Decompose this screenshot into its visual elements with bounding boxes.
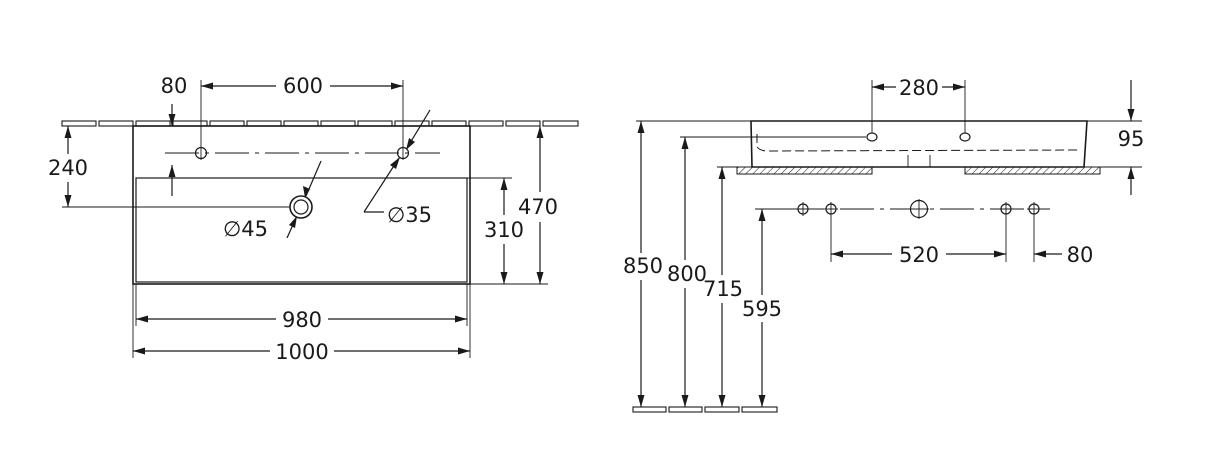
- side-tap-hole-left: [866, 132, 878, 142]
- floor-tiles: [632, 406, 778, 413]
- dim-floor-to-tap: 800: [667, 262, 707, 286]
- basin-front-outline: [750, 120, 1088, 168]
- wall-tiles: [61, 120, 579, 127]
- waste-inner: [293, 199, 309, 215]
- basin-inner-dashed: [756, 134, 1081, 152]
- dim-tap-spacing: 600: [283, 74, 323, 98]
- dim-floor-to-top: 850: [623, 254, 663, 278]
- dim-total-depth: 470: [518, 195, 558, 219]
- fixing-hole-2: [824, 202, 838, 216]
- dim-basin-height: 95: [1118, 127, 1145, 151]
- dim-fixing-spacing: 520: [899, 243, 939, 267]
- dim-bowl-depth: 310: [484, 218, 524, 242]
- dim-floor-to-underside: 715: [703, 277, 743, 301]
- fixing-hole-1: [796, 202, 810, 216]
- dim-total-width: 1000: [275, 340, 328, 364]
- dim-floor-to-fixing: 595: [742, 297, 782, 321]
- waste-outer: [289, 195, 313, 219]
- fixing-hole-4: [1027, 202, 1041, 216]
- dim-tap-offset: 80: [161, 74, 188, 98]
- waste-outlet-center: [909, 199, 929, 219]
- dim-tap-dia: ∅35: [387, 203, 432, 227]
- top-view: 600 80 240 ∅45 ∅35 310: [48, 74, 579, 364]
- basin-outline: [132, 125, 471, 285]
- fixing-hole-3: [999, 202, 1013, 216]
- countertop-right: [964, 166, 1101, 175]
- countertop-left: [736, 166, 873, 175]
- dim-waste-dia: ∅45: [223, 217, 268, 241]
- side-view: 280 95 850 800: [623, 76, 1145, 413]
- dim-side-tap-spacing: 280: [899, 76, 939, 100]
- bowl-outline: [135, 177, 468, 283]
- side-tap-hole-right: [959, 132, 971, 142]
- dim-tap-depth: 240: [48, 156, 88, 180]
- dim-bowl-width: 980: [282, 308, 322, 332]
- dim-fixing-offset: 80: [1067, 243, 1094, 267]
